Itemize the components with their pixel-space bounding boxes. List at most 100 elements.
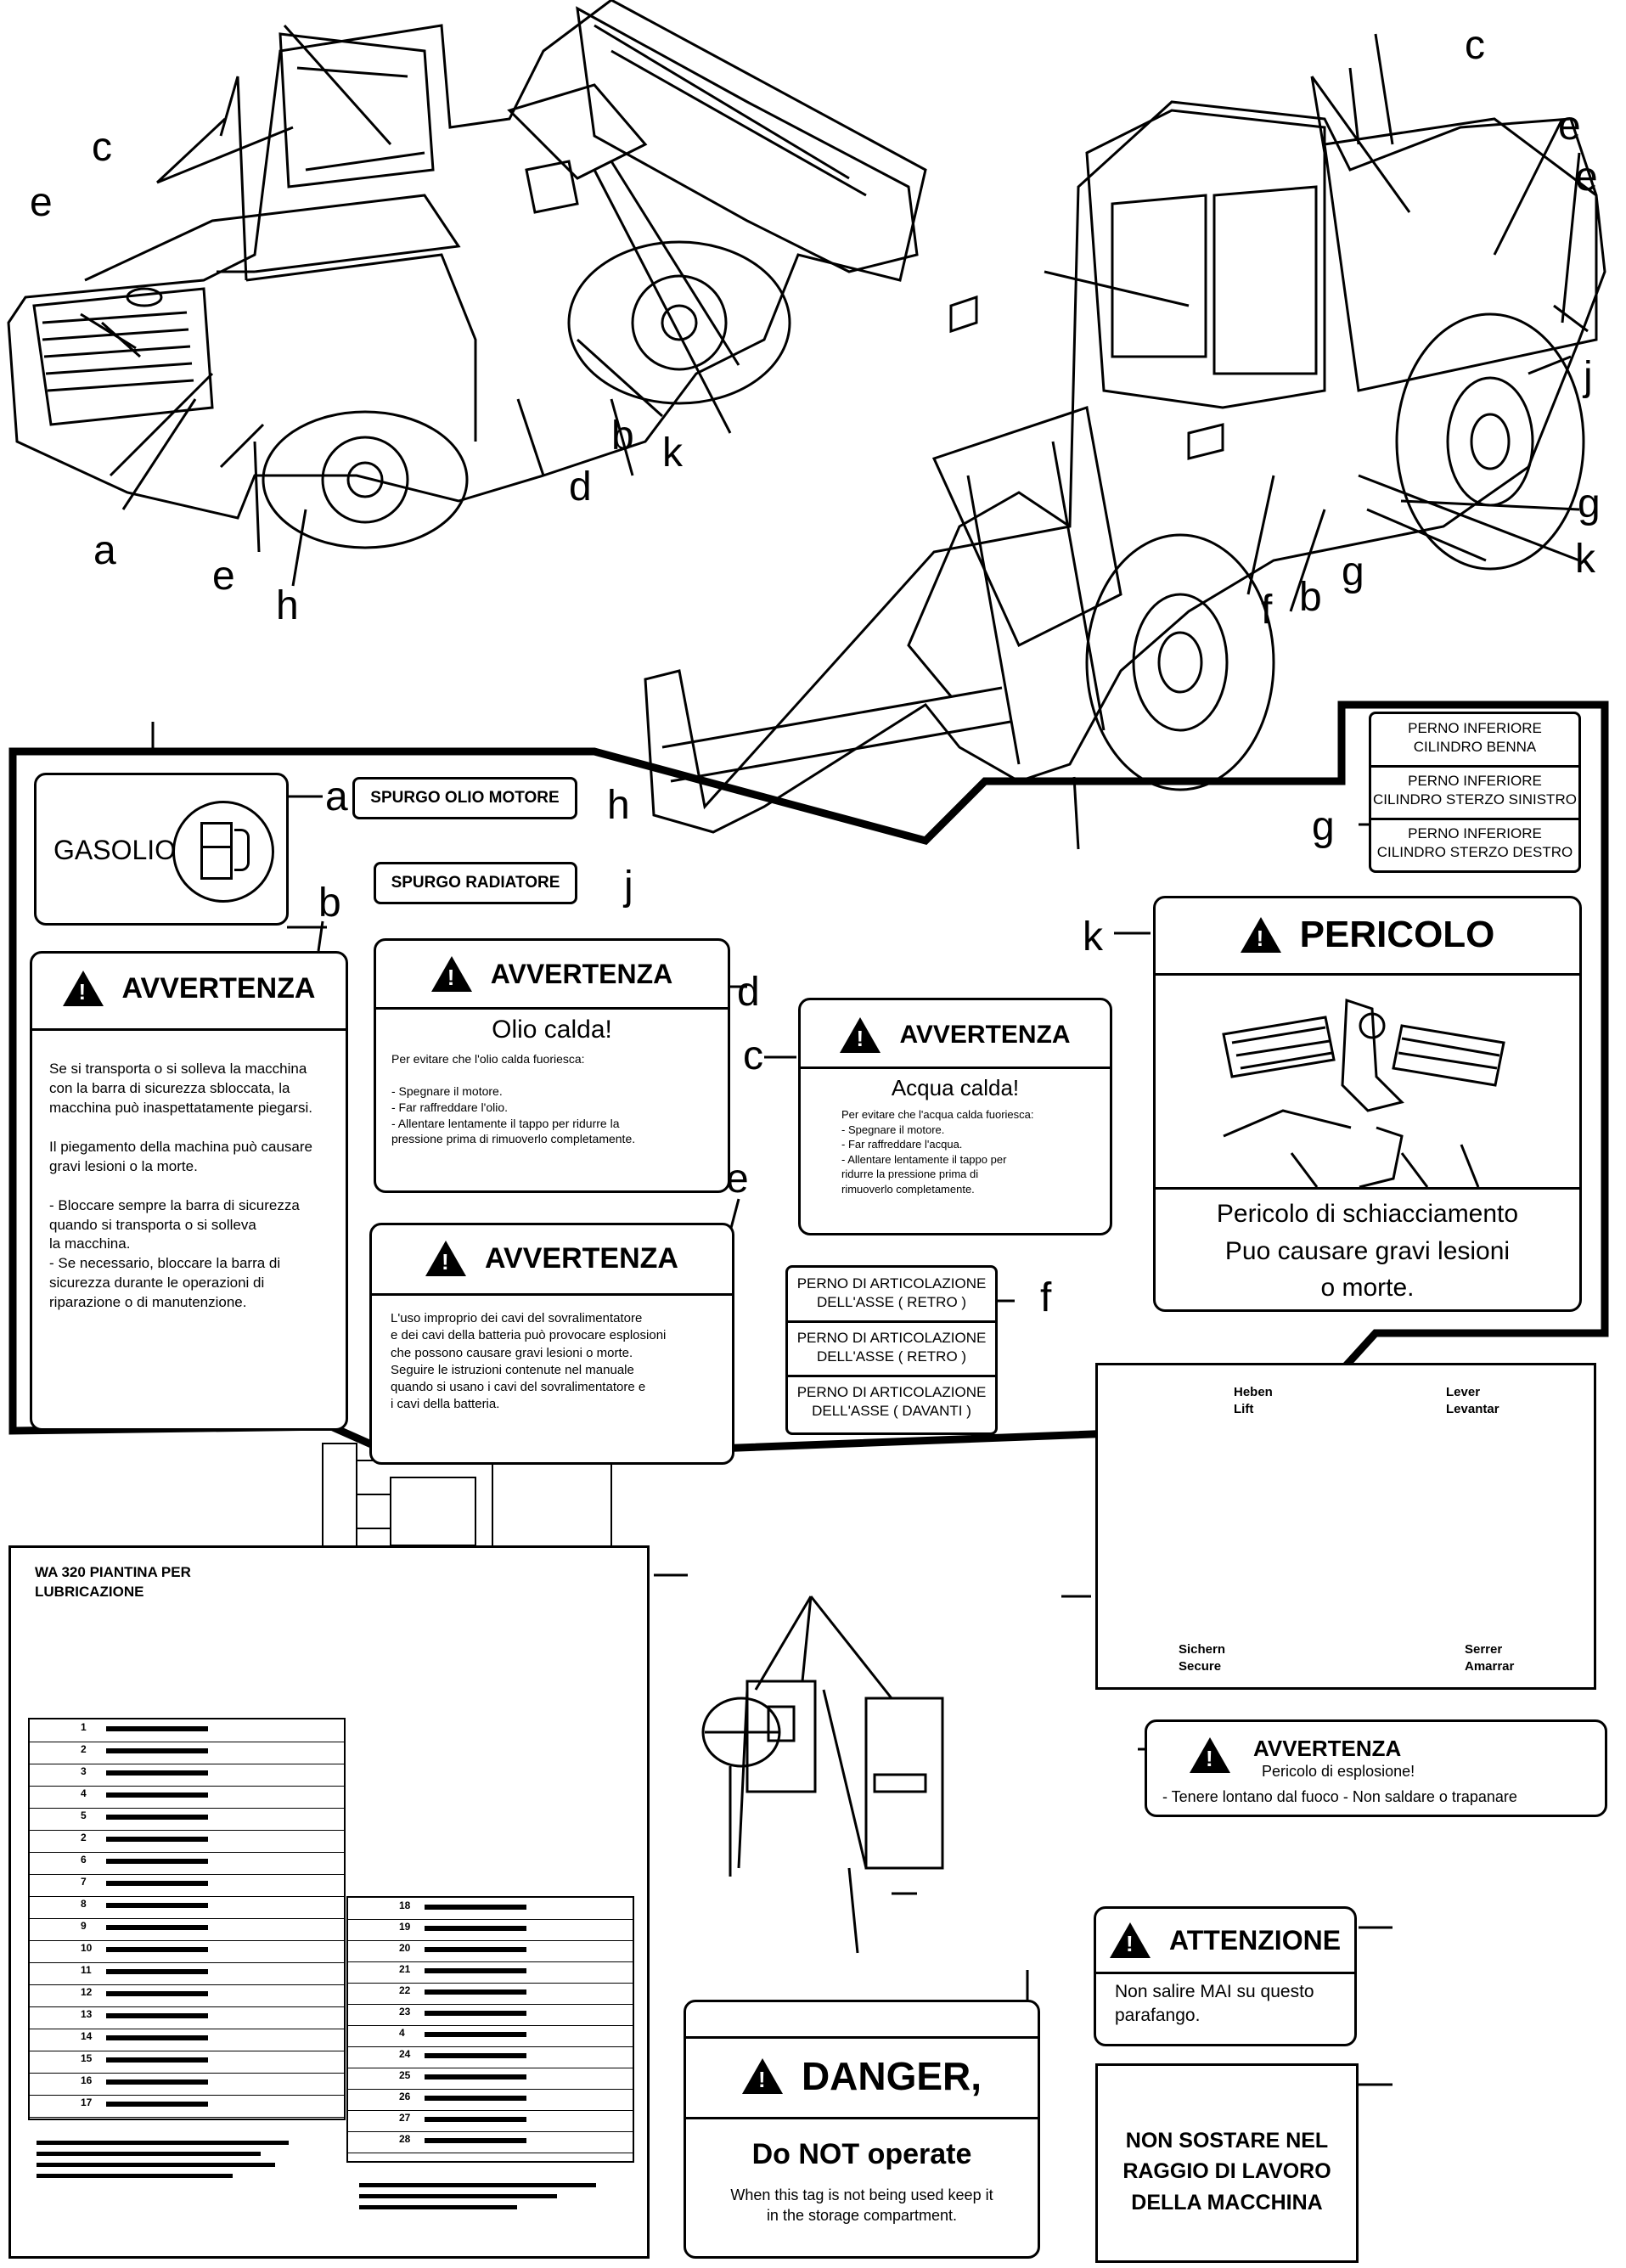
lube-notes-right [359, 2176, 622, 2244]
table-row: 1 [30, 1719, 344, 1742]
fuel-pump-icon [172, 801, 274, 903]
table-row: 22 [348, 1983, 633, 2005]
row-number: 22 [399, 1984, 411, 1996]
callout-h: h [276, 583, 299, 628]
table-row: 2 [30, 1742, 344, 1764]
gasolio-text: GASOLIO [53, 835, 177, 865]
callout-c: c [92, 125, 112, 170]
label-e-body: L'uso improprio dei cavi del sovraliment… [391, 1311, 667, 1412]
label-c-body: Per evitare che l'acqua calda fuoriesca:… [841, 1108, 1034, 1196]
warning-icon [741, 2058, 783, 2094]
lift-sichern-text: Sichern Secure [1179, 1642, 1226, 1674]
row-number: 16 [81, 2074, 93, 2086]
table-row: 16 [30, 2073, 344, 2096]
row-number: 14 [81, 2030, 93, 2042]
callout-b: b [611, 414, 634, 459]
table-row: 3 [30, 1764, 344, 1787]
label-g-row-2: PERNO INFERIORE CILINDRO STERZO SINISTRO [1373, 773, 1577, 808]
callout-j: j [1584, 354, 1593, 399]
lift-heben-text: Heben Lift [1234, 1385, 1273, 1417]
row-number: 4 [81, 1787, 87, 1799]
table-row: 28 [348, 2131, 633, 2153]
warning-icon [840, 1017, 881, 1053]
crush-hazard-pictogram [1222, 998, 1505, 1189]
warning-icon [1190, 1737, 1230, 1773]
row-number: 13 [81, 2008, 93, 2020]
warning-icon [430, 956, 472, 992]
attenzione-label: ATTENZIONE Non salire MAI su questo para… [1094, 1906, 1357, 2046]
wheel-loader-rear-view [7, 0, 927, 587]
label-b-body: Se si transporta o si solleva la macchin… [49, 1061, 312, 1311]
table-row: 20 [348, 1940, 633, 1962]
warning-icon [1109, 1922, 1151, 1958]
table-row: 14 [30, 2029, 344, 2051]
callout-d-label: d [737, 970, 760, 1015]
row-number: 28 [399, 2133, 411, 2145]
callout-e-lower: e [212, 554, 235, 599]
label-g-row-3: PERNO INFERIORE CILINDRO STERZO DESTRO [1376, 825, 1573, 861]
label-d-avvertenza: AVVERTENZA Olio calda! Per evitare che l… [374, 938, 730, 1193]
callout-k-right: k [1575, 537, 1595, 582]
danger-line1: Do NOT operate [751, 2138, 972, 2170]
table-row: 26 [348, 2089, 633, 2111]
callout-a-label: a [325, 774, 348, 819]
callout-d: d [569, 464, 592, 509]
table-row: 2 [30, 1830, 344, 1853]
label-g-perno-inferiore: PERNO INFERIORE CILINDRO BENNA PERNO INF… [1369, 712, 1581, 873]
label-b-header: AVVERTENZA [32, 971, 346, 1006]
row-number: 9 [81, 1920, 87, 1932]
callout-b-right: b [1299, 575, 1322, 620]
label-f-perno-articolazione: PERNO DI ARTICOLAZIONE DELL'ASSE ( RETRO… [785, 1265, 998, 1435]
warning-icon [1240, 917, 1281, 953]
label-f-row-3: PERNO DI ARTICOLAZIONE DELL'ASSE ( DAVAN… [796, 1384, 987, 1420]
row-number: 24 [399, 2048, 411, 2060]
row-number: 3 [81, 1765, 87, 1777]
callout-f-label: f [1040, 1275, 1052, 1320]
table-row: 10 [30, 1940, 344, 1963]
table-row: 15 [30, 2051, 344, 2074]
callout-g-right: g [1578, 481, 1601, 526]
battery-line2: - Tenere lontano dal fuoco - Non saldare… [1162, 1788, 1517, 1805]
label-a-gasolio: GASOLIO [34, 773, 289, 926]
label-k-body: Pericolo di schiacciamento Puo causare g… [1216, 1200, 1519, 1302]
row-number: 8 [81, 1898, 87, 1910]
table-row: 17 [30, 2095, 344, 2118]
row-number: 6 [81, 1854, 87, 1866]
attenzione-header: ATTENZIONE [1096, 1922, 1354, 1958]
table-row: 4 [348, 2025, 633, 2047]
battery-header: AVVERTENZA [1253, 1736, 1402, 1761]
row-number: 19 [399, 1921, 411, 1933]
row-number: 4 [399, 2027, 405, 2039]
danger-header: DANGER, [686, 2053, 1038, 2099]
callout-h-label: h [607, 783, 630, 828]
label-j-spurgo-radiatore: SPURGO RADIATORE [374, 862, 577, 904]
label-c-header: AVVERTENZA [801, 1017, 1110, 1053]
filter-cartridges-illustration [701, 1595, 944, 1954]
table-row: 25 [348, 2068, 633, 2090]
callout-j-label: j [624, 864, 633, 909]
table-row: 24 [348, 2046, 633, 2068]
row-number: 1 [81, 1721, 87, 1733]
callout-f: f [1261, 588, 1273, 633]
callout-k: k [662, 431, 683, 476]
row-number: 12 [81, 1986, 93, 1998]
table-row: 9 [30, 1918, 344, 1941]
label-d-body: Per evitare che l'olio calda fuoriesca: … [391, 1052, 636, 1146]
row-number: 15 [81, 2052, 93, 2064]
callout-e-right2: e [1575, 155, 1598, 200]
row-number: 27 [399, 2112, 411, 2124]
attenzione-body: Non salire MAI su questo parafango. [1115, 1982, 1314, 2026]
lube-chart-title: WA 320 PIANTINA PER LUBRICAZIONE [35, 1564, 191, 1600]
callout-a: a [93, 528, 116, 573]
table-row: 5 [30, 1808, 344, 1831]
callout-b-label: b [318, 881, 341, 926]
decal-group-frame [8, 701, 1609, 1465]
wheel-loader-front-view [644, 33, 1606, 850]
table-row: 21 [348, 1961, 633, 1984]
callout-c-label: c [743, 1033, 763, 1078]
callout-g-label: g [1312, 804, 1335, 849]
row-number: 18 [399, 1899, 411, 1911]
lift-point-label: Heben Lift Lever Levantar Sichern Secure… [1095, 1363, 1596, 1690]
